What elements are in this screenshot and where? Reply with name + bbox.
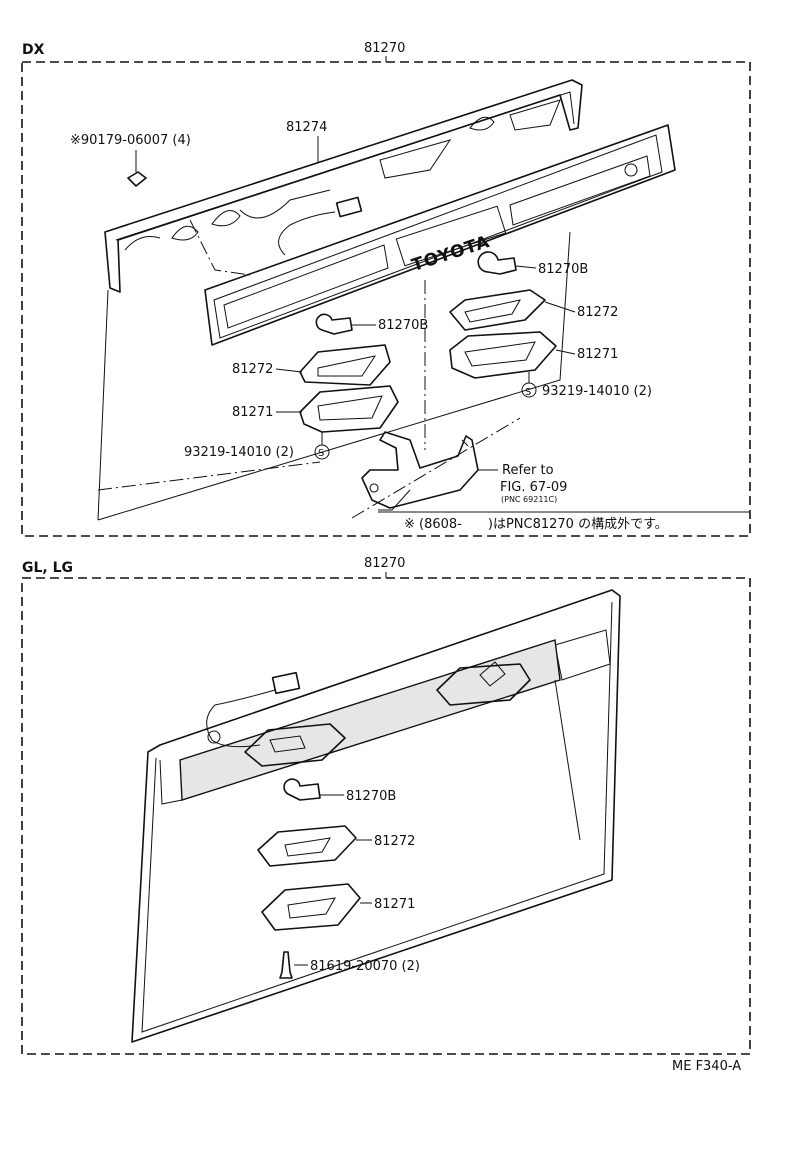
gl-lens-icon	[257, 825, 357, 867]
dx-chain-line-3	[97, 461, 321, 491]
gl-lamp-left-icon	[244, 723, 346, 767]
screw-left-symbol: S	[318, 448, 324, 459]
gl-section-label: GL, LG	[22, 560, 73, 576]
back-door-panel	[131, 589, 621, 1043]
lens-left-icon	[299, 344, 391, 386]
label-gl-bulb: 81270B	[346, 789, 396, 804]
label-housing-left: 81271	[232, 405, 273, 420]
leader-bulb-right	[515, 265, 537, 269]
clip-icon	[127, 171, 147, 187]
housing-left-icon	[299, 385, 399, 433]
label-screw-left: 93219-14010 (2)	[184, 445, 294, 460]
dx-section: DX 81270 TOYOTA	[21, 41, 751, 537]
gl-assembly-number: 81270	[364, 556, 405, 571]
label-housing-right: 81271	[577, 347, 618, 362]
toyota-emblem: TOYOTA	[409, 232, 492, 276]
label-gl-housing: 81271	[374, 897, 415, 912]
dx-left-edge	[97, 289, 109, 521]
dx-chain-line-4	[351, 417, 521, 519]
toyota-emblem-box	[395, 205, 507, 267]
gl-screw-icon	[279, 951, 293, 979]
leader-lens-right	[544, 301, 576, 313]
refer-line1: Refer to	[502, 463, 554, 478]
figure-code: ME F340-A	[672, 1059, 741, 1074]
gl-frame	[21, 577, 751, 1055]
housing-right-icon	[449, 331, 557, 379]
cover-plate	[104, 79, 583, 293]
refer-line3: (PNC 69211C)	[501, 495, 557, 504]
wire-connector	[278, 196, 363, 256]
refer-line2: FIG. 67-09	[500, 480, 567, 495]
bulb-left-icon	[315, 313, 353, 335]
gl-bulb-icon	[283, 778, 321, 801]
dx-chain-line-2	[189, 219, 251, 276]
leader-housing-right	[555, 349, 576, 355]
gl-section: GL, LG 81270	[21, 556, 751, 1055]
lens-right-icon	[449, 289, 546, 331]
gl-housing-icon	[261, 883, 361, 931]
gl-lamp-right-icon	[436, 661, 531, 706]
gl-wire-harness	[206, 671, 301, 748]
handle-bracket	[361, 431, 479, 509]
dx-section-label: DX	[22, 42, 45, 58]
dx-bottom-edge	[97, 231, 571, 521]
label-lens-left: 81272	[232, 362, 273, 377]
garnish-strip	[179, 639, 561, 801]
label-lens-right: 81272	[577, 305, 618, 320]
label-cover: 81274	[286, 120, 327, 135]
label-gl-screw: 81619-20070 (2)	[310, 959, 420, 974]
bulb-right-icon	[477, 251, 517, 275]
label-clip: ※90179-06007 (4)	[70, 133, 191, 148]
screw-right-symbol: S	[525, 387, 531, 398]
label-screw-right: 93219-14010 (2)	[542, 384, 652, 399]
label-bulb-left: 81270B	[378, 318, 428, 333]
label-bulb-right: 81270B	[538, 262, 588, 277]
screw-left: 93219-14010 (2) S	[184, 432, 330, 460]
refer-note: Refer to FIG. 67-09 (PNC 69211C)	[378, 463, 567, 511]
label-gl-lens: 81272	[374, 834, 415, 849]
dx-assembly-number: 81270	[364, 41, 405, 56]
dx-note: ※ (8608- )はPNC81270 の構成外です。	[404, 517, 668, 532]
screw-right: S 93219-14010 (2)	[521, 372, 652, 399]
leader-lens-left	[275, 368, 303, 373]
